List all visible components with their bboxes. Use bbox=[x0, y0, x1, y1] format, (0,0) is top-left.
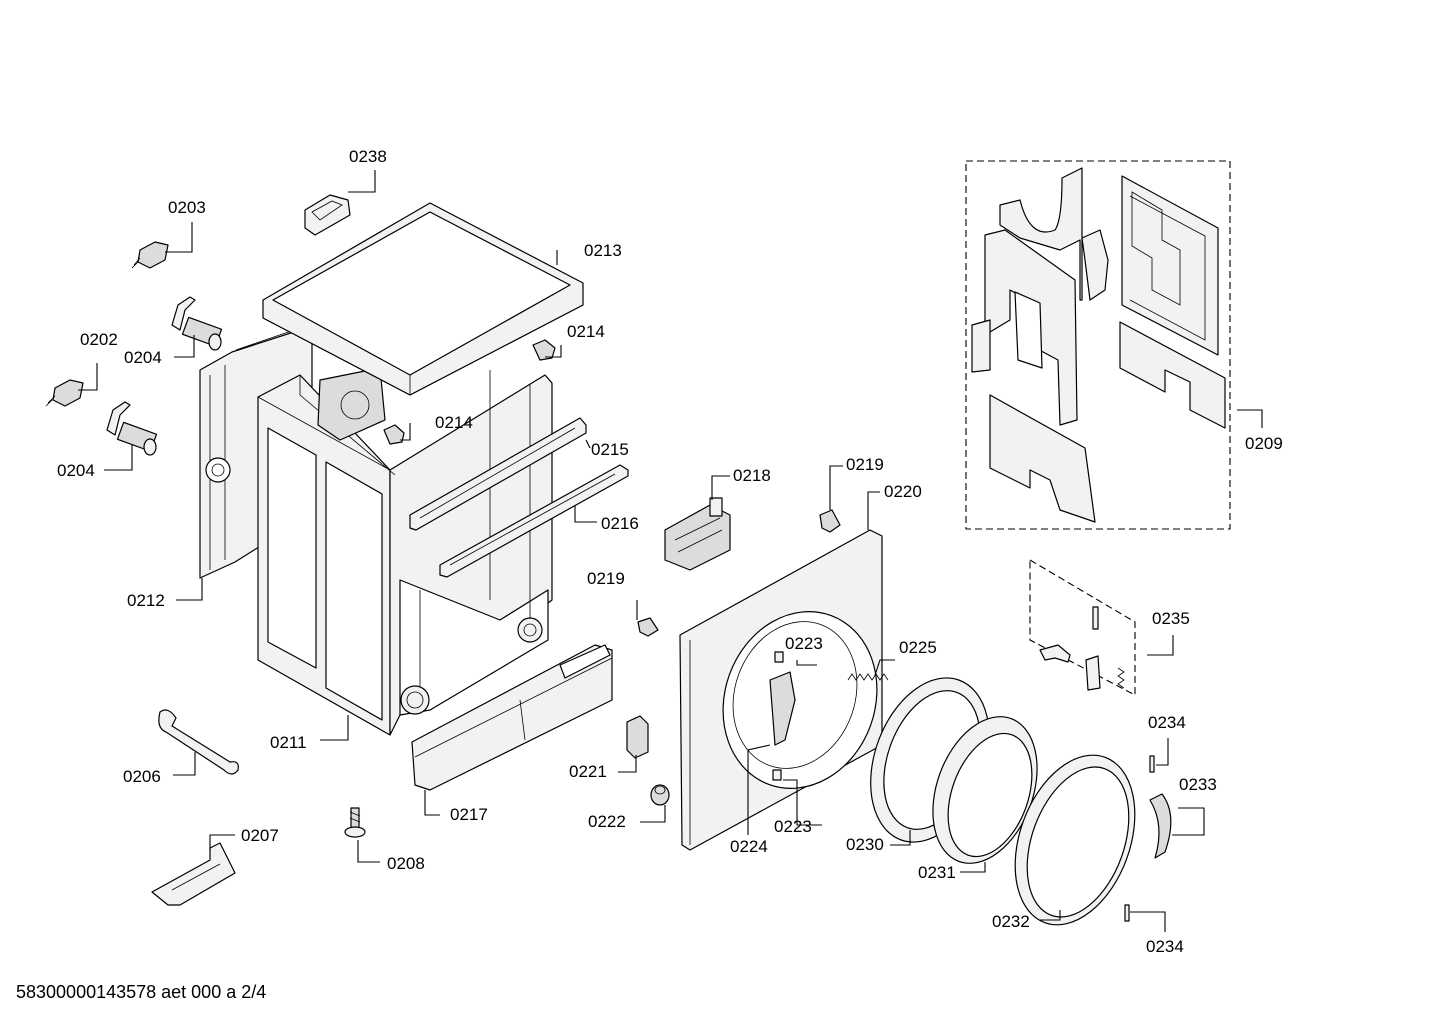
label-0238: 0238 bbox=[349, 147, 387, 166]
label-0218: 0218 bbox=[733, 466, 771, 485]
label-0235: 0235 bbox=[1152, 609, 1190, 628]
label-0220: 0220 bbox=[884, 482, 922, 501]
part-0220-front-panel bbox=[679, 529, 883, 851]
label-0219-top: 0219 bbox=[846, 455, 884, 474]
part-0225-spring bbox=[847, 673, 889, 681]
part-0232-door-frame bbox=[1014, 754, 1136, 926]
label-0214-middle: 0214 bbox=[435, 413, 473, 432]
part-0207-bracket bbox=[151, 842, 236, 906]
label-0204-top: 0204 bbox=[124, 348, 162, 367]
label-0216: 0216 bbox=[601, 514, 639, 533]
leader-lines bbox=[78, 170, 1263, 932]
label-0221: 0221 bbox=[569, 762, 607, 781]
part-0219-clip-lower bbox=[637, 617, 659, 637]
label-0209: 0209 bbox=[1245, 434, 1283, 453]
label-0234-top: 0234 bbox=[1148, 713, 1186, 732]
label-0225: 0225 bbox=[899, 638, 937, 657]
part-0234-pin-bottom bbox=[1124, 904, 1130, 922]
document-id-footer: 58300000143578 aet 000 a 2/4 bbox=[16, 982, 266, 1002]
part-0204-shock-absorber-top bbox=[171, 296, 223, 351]
part-0208-screw bbox=[344, 807, 366, 838]
label-0219-lower: 0219 bbox=[587, 569, 625, 588]
part-0223-pin-top bbox=[774, 651, 784, 663]
part-0214-clip-top bbox=[532, 339, 556, 361]
part-0214-clip-middle bbox=[383, 424, 405, 445]
part-0231-door-glass bbox=[932, 716, 1038, 864]
label-0204-bottom: 0204 bbox=[57, 461, 95, 480]
part-0217-control-panel bbox=[411, 644, 613, 791]
part-0222-cap bbox=[650, 784, 670, 806]
part-0215-cross-rail bbox=[409, 417, 587, 531]
part-0221-hinge-part bbox=[626, 715, 649, 759]
label-0211: 0211 bbox=[270, 733, 307, 752]
label-0217: 0217 bbox=[450, 805, 488, 824]
label-0233: 0233 bbox=[1179, 775, 1217, 794]
label-0203: 0203 bbox=[168, 198, 206, 217]
part-0206-wrench bbox=[158, 709, 239, 775]
part-0203-connector bbox=[137, 241, 169, 269]
label-0231: 0231 bbox=[918, 863, 956, 882]
label-0222: 0222 bbox=[588, 812, 626, 831]
label-0234-bottom: 0234 bbox=[1146, 937, 1184, 956]
part-0219-clip-top bbox=[819, 509, 841, 533]
part-0211-cabinet bbox=[257, 367, 553, 736]
insulation-kit-group bbox=[965, 160, 1231, 530]
label-0206: 0206 bbox=[123, 767, 161, 786]
part-0204-shock-absorber-bottom bbox=[106, 401, 158, 456]
part-0202-connector bbox=[52, 379, 84, 407]
door-lock-kit-group bbox=[1029, 559, 1136, 696]
part-0233-door-handle bbox=[1149, 793, 1172, 859]
part-0218-door-lock bbox=[664, 497, 731, 571]
part-0234-pin-top bbox=[1149, 755, 1155, 773]
label-0202: 0202 bbox=[80, 330, 118, 349]
label-0232: 0232 bbox=[992, 912, 1030, 931]
label-0224: 0224 bbox=[730, 837, 768, 856]
label-0208: 0208 bbox=[387, 854, 425, 873]
label-0223-top: 0223 bbox=[785, 634, 823, 653]
label-0223-bottom: 0223 bbox=[774, 817, 812, 836]
label-0214-top: 0214 bbox=[567, 322, 605, 341]
label-0212: 0212 bbox=[127, 591, 165, 610]
part-0213-top-cover bbox=[262, 202, 584, 396]
label-0213: 0213 bbox=[584, 241, 622, 260]
part-0223-pin-bottom bbox=[772, 769, 782, 781]
label-0207: 0207 bbox=[241, 826, 279, 845]
label-0215: 0215 bbox=[591, 440, 629, 459]
label-0230: 0230 bbox=[846, 835, 884, 854]
